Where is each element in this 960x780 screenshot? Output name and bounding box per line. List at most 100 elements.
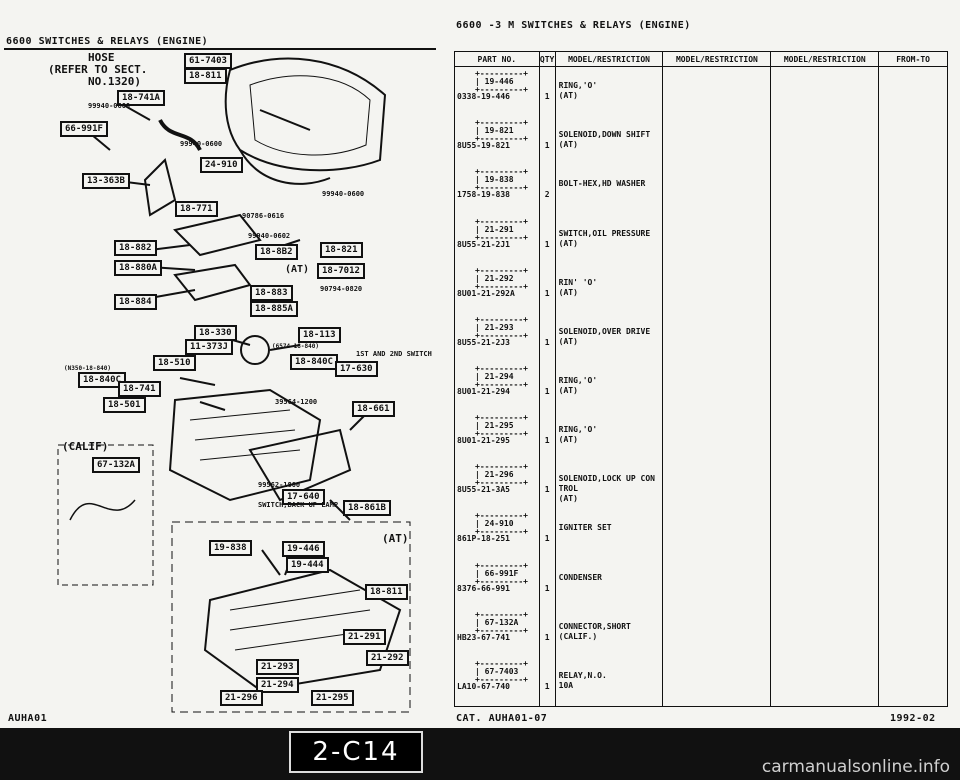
ref-box: +---------+ | 19-838 +---------+ bbox=[475, 167, 528, 193]
description-cell: RING,'O' (AT) bbox=[554, 66, 664, 117]
qty-value: 1 bbox=[544, 92, 550, 101]
model-cell bbox=[770, 214, 880, 264]
description-text: CONNECTOR,SHORT (CALIF.) bbox=[558, 621, 631, 641]
part-no-cell: +---------+ | 19-838 +---------+1758-19-… bbox=[454, 165, 540, 215]
table-row: +---------+ | 66-991F +---------+8376-66… bbox=[454, 558, 948, 608]
scan-bottom-band bbox=[0, 728, 960, 780]
table-row: +---------+ | 21-295 +---------+8U01-21-… bbox=[454, 411, 948, 461]
qty-cell: 1 bbox=[538, 66, 556, 117]
column-header: FROM-TO bbox=[878, 51, 948, 67]
model-cell bbox=[770, 361, 880, 412]
part-no-cell: +---------+ | 21-295 +---------+8U01-21-… bbox=[454, 411, 540, 461]
column-header: QTY bbox=[538, 51, 556, 67]
callout-label: 66-991F bbox=[60, 121, 108, 137]
from-to-cell bbox=[878, 361, 948, 412]
table-row: +---------+ | 19-446 +---------+0338-19-… bbox=[454, 66, 948, 117]
ref-box: +---------+ | 21-293 +---------+ bbox=[475, 314, 528, 340]
calif-box-label: (CALIF) bbox=[62, 440, 109, 453]
parts-table: PART NO. QTY MODEL/RESTRICTION MODEL/RES… bbox=[454, 51, 948, 706]
qty-value: 1 bbox=[544, 337, 550, 347]
callout-label: 18-883 bbox=[250, 285, 293, 301]
model-cell bbox=[662, 411, 772, 461]
model-cell bbox=[662, 214, 772, 264]
hose-reference-note: HOSE (REFER TO SECT. NO.1320) bbox=[48, 52, 147, 88]
table-bottom-rule bbox=[454, 706, 948, 707]
callout-label: 21-296 bbox=[220, 690, 263, 706]
from-to-cell bbox=[878, 116, 948, 166]
model-cell bbox=[662, 656, 772, 706]
callout-label: 18-821 bbox=[320, 242, 363, 258]
model-cell bbox=[662, 312, 772, 362]
from-to-cell bbox=[878, 214, 948, 264]
callout-label: 18-771 bbox=[175, 201, 218, 217]
right-page-header: 6600 -3 M SWITCHES & RELAYS (ENGINE) bbox=[456, 20, 691, 31]
hose-note-line: HOSE bbox=[88, 51, 115, 64]
qty-value: 1 bbox=[544, 681, 550, 691]
footer-date: 1992-02 bbox=[890, 713, 936, 724]
description-text: SWITCH,OIL PRESSURE (AT) bbox=[558, 228, 651, 248]
table-row: +---------+ | 67-132A +---------+HB23-67… bbox=[454, 607, 948, 657]
qty-cell: 1 bbox=[538, 116, 556, 166]
model-cell bbox=[770, 66, 880, 117]
part-no-cell: +---------+ | 67-132A +---------+HB23-67… bbox=[454, 607, 540, 657]
model-cell bbox=[770, 558, 880, 608]
part-no-cell: +---------+ | 24-910 +---------+861P-18-… bbox=[454, 509, 540, 559]
callout-label: 18-811 bbox=[365, 584, 408, 600]
from-to-cell bbox=[878, 656, 948, 706]
model-cell bbox=[770, 263, 880, 313]
callout-label: 21-295 bbox=[311, 690, 354, 706]
part-number: 0338-19-446 bbox=[457, 92, 510, 101]
part-no-cell: +---------+ | 66-991F +---------+8376-66… bbox=[454, 558, 540, 608]
callout-label: 18-861B bbox=[343, 500, 391, 516]
from-to-cell bbox=[878, 460, 948, 510]
table-row: +---------+ | 21-293 +---------+8U55-21-… bbox=[454, 312, 948, 362]
from-to-cell bbox=[878, 165, 948, 215]
part-label: 99940-0602 bbox=[248, 232, 291, 240]
description-text: SOLENOID,DOWN SHIFT (AT) bbox=[558, 130, 651, 150]
table-row: +---------+ | 21-296 +---------+8U55-21-… bbox=[454, 460, 948, 510]
part-label: 99562-1800 bbox=[258, 481, 301, 489]
column-header: MODEL/RESTRICTION bbox=[662, 51, 772, 67]
model-cell bbox=[770, 116, 880, 166]
part-label: (AT) bbox=[285, 264, 310, 275]
callout-label: 18-880A bbox=[114, 260, 162, 276]
callout-label: 18-884 bbox=[114, 294, 157, 310]
callout-label: 18-840C bbox=[290, 354, 338, 370]
description-text: RING,'O' (AT) bbox=[558, 425, 598, 445]
part-number: 8U55-21-3A5 bbox=[457, 485, 510, 495]
callout-label: 13-363B bbox=[82, 173, 130, 189]
ref-box: +---------+ | 24-910 +---------+ bbox=[475, 511, 528, 537]
table-row: +---------+ | 21-291 +---------+8U55-21-… bbox=[454, 214, 948, 264]
part-no-cell: +---------+ | 21-296 +---------+8U55-21-… bbox=[454, 460, 540, 510]
callout-label: 19-444 bbox=[286, 557, 329, 573]
left-page-header: 6600 SWITCHES & RELAYS (ENGINE) bbox=[6, 36, 209, 47]
description-text: IGNITER SET bbox=[558, 523, 612, 533]
qty-cell: 1 bbox=[538, 214, 556, 264]
part-label: (6574-18-840) bbox=[272, 343, 319, 350]
description-text: RELAY,N.O. 10A bbox=[558, 670, 607, 690]
callout-label: 11-373J bbox=[185, 339, 233, 355]
footer-left: AUHA01 bbox=[8, 713, 48, 724]
callout-label: 21-294 bbox=[256, 677, 299, 693]
ref-box: +---------+ | 19-821 +---------+ bbox=[475, 118, 528, 144]
description-cell: RING,'O' (AT) bbox=[554, 361, 664, 412]
qty-value: 1 bbox=[544, 239, 550, 249]
model-cell bbox=[662, 263, 772, 313]
model-cell bbox=[770, 607, 880, 657]
ref-box: +---------+ | 66-991F +---------+ bbox=[475, 560, 528, 586]
qty-value: 1 bbox=[544, 141, 550, 151]
callout-label: 18-7012 bbox=[317, 263, 365, 279]
part-no-cell: +---------+ | 21-291 +---------+8U55-21-… bbox=[454, 214, 540, 264]
ref-box: +---------+ | 19-446 +---------+ bbox=[475, 69, 528, 94]
model-cell bbox=[770, 460, 880, 510]
from-to-cell bbox=[878, 607, 948, 657]
part-number: 8U55-21-2J3 bbox=[457, 337, 510, 347]
model-cell bbox=[662, 361, 772, 412]
qty-value: 1 bbox=[544, 632, 550, 642]
part-number: 861P-18-251 bbox=[457, 534, 510, 544]
callout-label: 18-741A bbox=[117, 90, 165, 106]
column-header: PART NO. bbox=[454, 51, 540, 67]
model-cell bbox=[662, 607, 772, 657]
qty-value: 1 bbox=[544, 485, 550, 495]
description-text: RIN' 'O' (AT) bbox=[558, 277, 598, 297]
